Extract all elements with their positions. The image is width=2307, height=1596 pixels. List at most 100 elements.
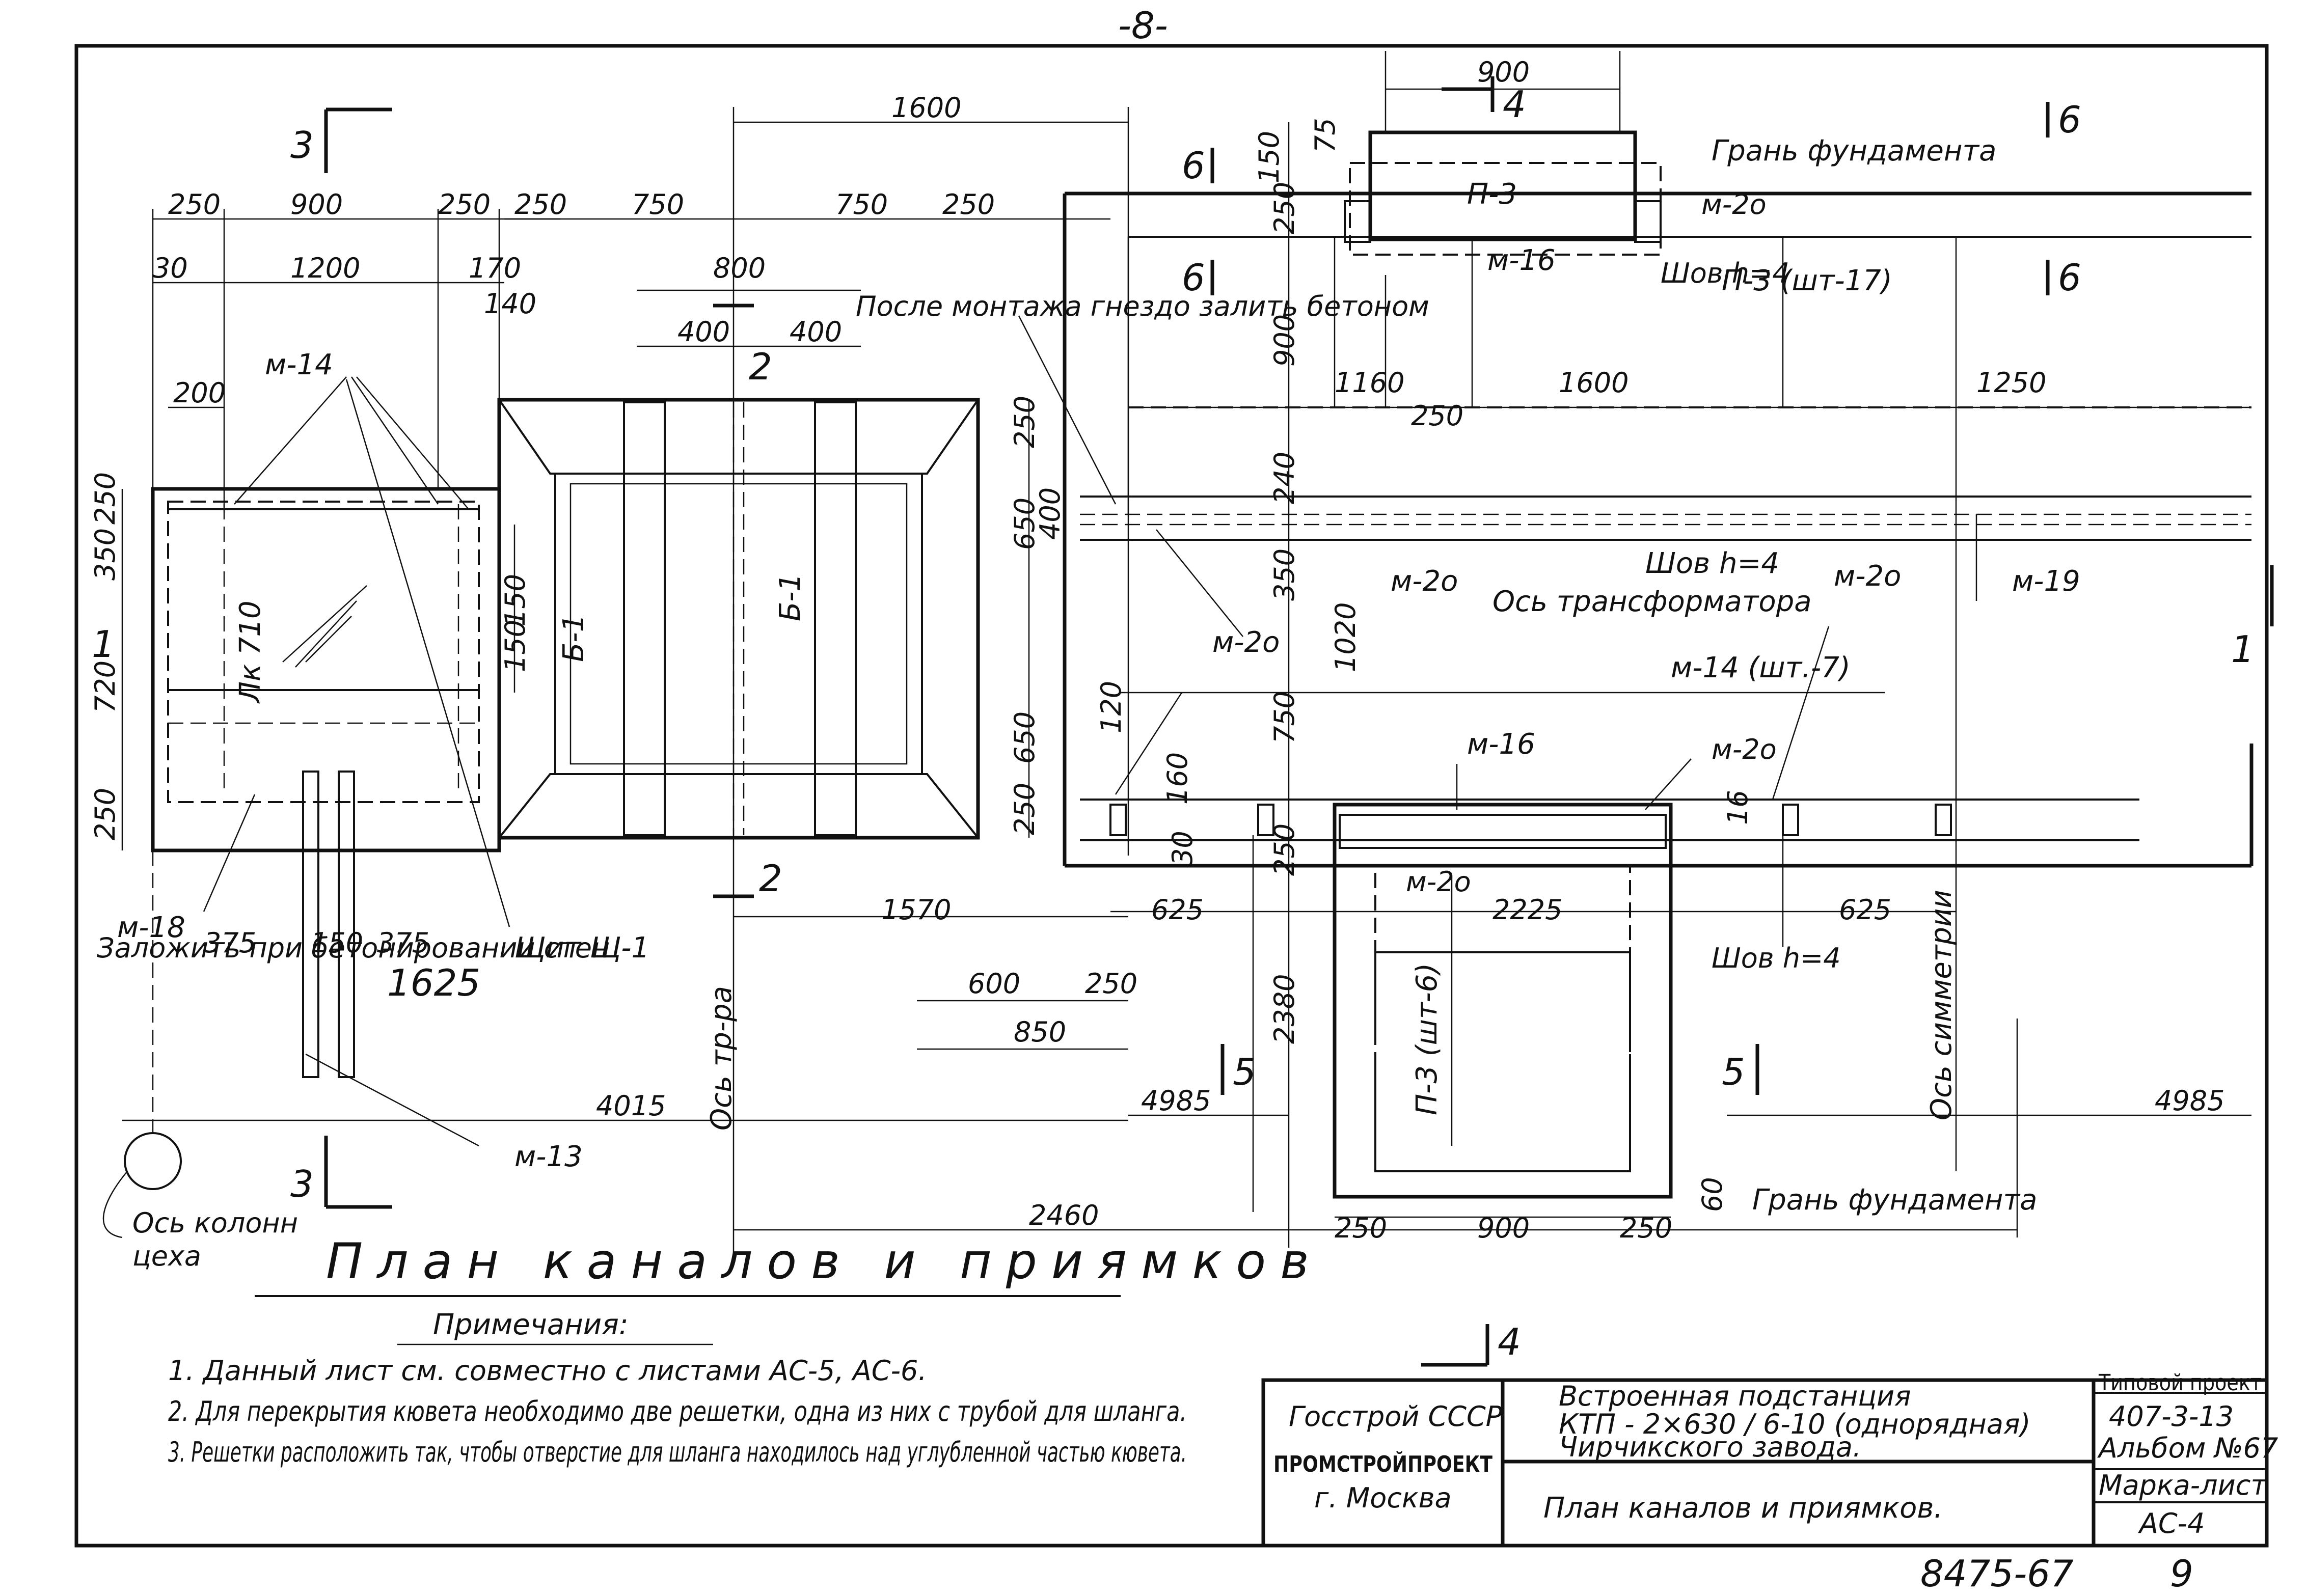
svg-text:6: 6: [2058, 256, 2081, 299]
svg-text:250: 250: [1268, 182, 1300, 234]
svg-text:240: 240: [1268, 452, 1300, 504]
svg-text:75: 75: [1309, 118, 1341, 153]
svg-text:1200: 1200: [290, 252, 360, 284]
label-m19: м-19: [2012, 565, 2080, 598]
svg-text:150: 150: [499, 574, 531, 626]
label-m18: м-18: [117, 911, 185, 944]
svg-text:250: 250: [514, 188, 567, 221]
svg-text:30: 30: [1166, 831, 1199, 866]
column-axis-marker: [102, 850, 182, 1239]
label-p3b: П-3 (шт-17): [1722, 264, 1892, 297]
note-3: 3. Решетки расположить так, чтобы отверс…: [168, 1436, 1187, 1468]
svg-text:4: 4: [1498, 1320, 1521, 1363]
drawing-title: План каналов и приямков: [255, 1233, 1323, 1297]
svg-text:900: 900: [290, 188, 343, 221]
svg-text:250: 250: [942, 188, 995, 221]
svg-text:6: 6: [2058, 98, 2081, 141]
svg-text:4985: 4985: [2155, 1085, 2224, 1117]
svg-text:375: 375: [377, 927, 429, 959]
svg-text:1250: 1250: [1976, 367, 2046, 399]
svg-text:170: 170: [469, 252, 521, 284]
section-mark-2: 2 2: [713, 304, 782, 900]
svg-text:4015: 4015: [596, 1090, 666, 1122]
svg-text:900: 900: [1268, 314, 1300, 367]
tb-mark-label: Марка-лист: [2099, 1469, 2267, 1501]
label-m13: м-13: [514, 1140, 583, 1173]
tb-project-line3: Чирчикского завода.: [1559, 1431, 1861, 1463]
tb-typical-label: Типовой проект: [2098, 1370, 2262, 1396]
svg-text:400: 400: [677, 316, 730, 348]
section-mark-1: 1 1: [92, 565, 2274, 671]
svg-text:150: 150: [499, 620, 531, 672]
svg-text:250: 250: [89, 788, 121, 840]
sheet-frame: [74, 44, 2269, 1548]
svg-text:1: 1: [2231, 628, 2255, 671]
svg-text:1625: 1625: [387, 961, 480, 1004]
tb-project-line1: Встроенная подстанция: [1559, 1380, 1911, 1412]
label-m14-7: м-14 (шт.-7): [1671, 651, 1851, 684]
svg-text:60: 60: [1696, 1177, 1728, 1212]
label-shov-c: Шов h=4: [1712, 942, 1841, 974]
archive-number: 8475-67: [1920, 1552, 2074, 1595]
svg-text:1570: 1570: [881, 894, 951, 926]
label-m16b: м-16: [1467, 728, 1535, 761]
notes: Примечания: 1. Данный лист см. совместно…: [168, 1308, 1187, 1468]
label-b1a: Б-1: [557, 614, 590, 662]
svg-text:850: 850: [1014, 1016, 1066, 1048]
label-shov-b: Шов h=4: [1645, 547, 1779, 580]
svg-text:250: 250: [1009, 396, 1041, 448]
page-number: -8-: [1118, 4, 1168, 47]
svg-text:250: 250: [89, 472, 121, 525]
svg-text:3: 3: [290, 124, 314, 167]
svg-text:140: 140: [484, 288, 536, 320]
label-m20e: м-2о: [1712, 733, 1777, 765]
label-m20d: м-2о: [1212, 626, 1280, 659]
tb-mark: АС-4: [2138, 1507, 2205, 1539]
svg-text:250: 250: [168, 188, 221, 221]
label-lk: Лк 710: [234, 600, 267, 704]
label-os-transformatora: Ось трансформатора: [1492, 585, 1812, 618]
svg-text:900: 900: [1477, 1212, 1530, 1244]
tb-sheet-title: План каналов и приямков.: [1543, 1492, 1943, 1525]
svg-text:16: 16: [1722, 790, 1754, 825]
label-zalozhit: Заложить при бетонировании стен: [97, 932, 610, 964]
section-mark-6-left: 6 6: [1182, 144, 1214, 299]
drawing-labels: Грань фундамента Грань фундамента Ось тр…: [97, 134, 2080, 1272]
section-mark-4-bottom: 4: [1421, 1320, 1521, 1367]
label-posle-montazha: После монтажа гнездо залить бетоном: [856, 290, 1429, 322]
right-transformer-plan: [1063, 51, 2254, 1248]
label-os-tr-ra: Ось тр-ра: [705, 986, 738, 1131]
svg-text:375: 375: [204, 927, 256, 959]
tb-institute: ПРОМСТРОЙПРОЕКТ: [1273, 1450, 1492, 1477]
leader-lines: [203, 315, 1977, 1147]
svg-text:30: 30: [153, 252, 188, 284]
svg-text:4985: 4985: [1141, 1085, 1211, 1117]
svg-text:4: 4: [1503, 83, 1526, 126]
left-channel-plan: [121, 209, 560, 1078]
svg-text:350: 350: [89, 528, 121, 581]
svg-text:150: 150: [1253, 131, 1285, 183]
svg-text:350: 350: [1268, 548, 1300, 601]
svg-text:План каналов и приямков: План каналов и приямков: [326, 1233, 1323, 1290]
svg-text:1: 1: [92, 623, 115, 666]
svg-text:250: 250: [1620, 1212, 1672, 1244]
section-mark-5: 5 5: [1220, 1044, 1759, 1095]
label-m16a: м-16: [1487, 244, 1556, 277]
svg-text:2380: 2380: [1268, 974, 1300, 1044]
svg-text:2: 2: [749, 345, 772, 388]
svg-text:800: 800: [713, 252, 766, 284]
label-os-simmetrii: Ось симметрии: [1925, 890, 1958, 1120]
tb-org: Госстрой СССР: [1289, 1400, 1503, 1433]
svg-text:120: 120: [1095, 681, 1127, 733]
svg-text:1600: 1600: [1559, 367, 1629, 399]
label-gran-fund-top: Грань фундамента: [1712, 134, 1996, 168]
svg-text:400: 400: [790, 316, 842, 348]
notes-heading: Примечания:: [433, 1308, 629, 1341]
svg-text:750: 750: [1268, 691, 1300, 744]
label-shov-a: Шов h=4: [1661, 257, 1790, 289]
label-m20b: м-2о: [1391, 565, 1458, 598]
svg-text:650: 650: [1009, 711, 1041, 764]
svg-text:200: 200: [173, 377, 226, 409]
dimension-texts: 250 900 250 250 750 750 250 1600 30 1200…: [89, 56, 2224, 1244]
